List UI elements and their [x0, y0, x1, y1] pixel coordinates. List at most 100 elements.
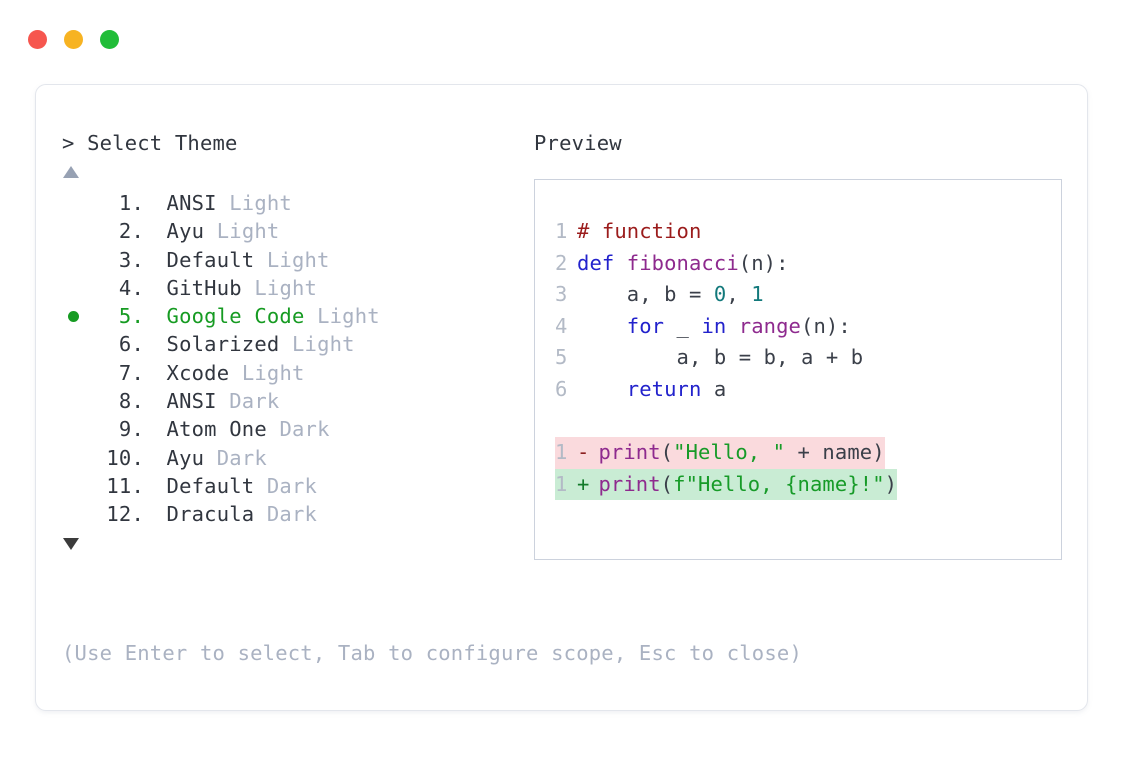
theme-item-gap — [279, 330, 292, 358]
code-token-keyword: for — [626, 313, 665, 338]
diff-line-highlight: 1-print("Hello, " + name) — [555, 437, 885, 469]
code-line-content: # function — [577, 216, 701, 248]
theme-list-item[interactable]: 9. Atom One Dark — [62, 415, 532, 443]
scroll-up-arrow-icon[interactable] — [63, 166, 79, 178]
scroll-down-row[interactable] — [62, 529, 532, 559]
select-theme-prompt: > Select Theme — [62, 131, 238, 155]
code-token-punct: ( — [660, 471, 674, 496]
keyboard-hint: (Use Enter to select, Tab to configure s… — [62, 641, 802, 665]
theme-list-item[interactable]: 8. ANSI Dark — [62, 387, 532, 415]
theme-item-gap — [305, 302, 318, 330]
theme-item-variant: Light — [241, 360, 305, 385]
code-line-number: 5 — [555, 345, 568, 370]
theme-item-gap — [254, 500, 267, 528]
code-token-plain — [577, 314, 627, 338]
code-line-content: for _ in range(n): — [577, 311, 851, 343]
code-line-content: a, b = b, a + b — [577, 342, 864, 374]
theme-list-item[interactable]: 6. Solarized Light — [62, 330, 532, 358]
code-token-plain: , — [726, 282, 752, 307]
code-line-number: 2 — [555, 250, 568, 275]
theme-list-item[interactable]: 3. Default Light — [62, 246, 532, 274]
maximize-button[interactable] — [100, 29, 119, 49]
theme-item-spacer — [144, 274, 167, 302]
theme-item-name: Default — [166, 473, 255, 498]
theme-list-item[interactable]: 5. Google Code Light — [62, 302, 532, 330]
theme-item-spacer — [144, 330, 167, 358]
code-line-content: def fibonacci(n): — [577, 248, 789, 280]
code-token-punct: ) — [884, 471, 898, 496]
code-line-number: 4 — [555, 313, 568, 338]
minimize-button[interactable] — [64, 29, 83, 49]
theme-item-spacer — [144, 302, 167, 330]
theme-list-item[interactable]: 2. Ayu Light — [62, 217, 532, 245]
code-token-plain: a, b = — [577, 282, 714, 307]
theme-list-item[interactable]: 10. Ayu Dark — [62, 444, 532, 472]
code-token-builtin: range — [738, 313, 801, 338]
theme-item-variant: Light — [291, 332, 355, 357]
theme-item-variant: Light — [317, 304, 380, 329]
theme-list-item[interactable]: 11. Default Dark — [62, 472, 532, 500]
theme-list-item[interactable]: 7. Xcode Light — [62, 359, 532, 387]
scroll-down-arrow-icon[interactable] — [63, 537, 79, 550]
code-token-comment: # function — [577, 219, 702, 243]
diff-line-number: 1 — [555, 471, 568, 496]
code-line: 6 return a — [535, 374, 1061, 406]
theme-item-index: 12. — [106, 502, 144, 527]
theme-item-index: 11. — [106, 473, 144, 498]
code-token-plain: + name) — [785, 440, 885, 465]
theme-item-spacer — [144, 444, 167, 472]
code-token-string: "Hello, " — [673, 440, 786, 465]
theme-item-spacer — [144, 415, 167, 443]
code-token-plain: _ — [664, 313, 702, 338]
code-token-punct: (n): — [801, 313, 851, 338]
theme-item-name: Xcode — [166, 360, 230, 385]
code-token-keyword: in — [701, 313, 727, 338]
code-line-number: 6 — [555, 376, 568, 401]
theme-item-variant: Light — [254, 275, 318, 300]
theme-item-name: Atom One — [166, 417, 267, 442]
theme-item-gap — [267, 415, 280, 443]
theme-item-spacer — [144, 387, 167, 415]
theme-item-name: ANSI — [166, 191, 217, 215]
code-line: 5 a, b = b, a + b — [535, 342, 1061, 374]
theme-item-variant: Dark — [279, 417, 330, 442]
code-line-number: 3 — [555, 282, 568, 307]
code-line-number: 1 — [555, 219, 568, 243]
theme-item-gap — [242, 274, 255, 302]
code-line: 4 for _ in range(n): — [535, 311, 1061, 343]
theme-list-item[interactable]: 12. Dracula Dark — [62, 500, 532, 528]
code-token-keyword: return — [626, 376, 702, 401]
theme-list-item[interactable]: 1. ANSI Light — [62, 189, 532, 217]
scroll-up-row[interactable] — [62, 157, 532, 187]
diff-marker-del: - — [577, 440, 590, 465]
theme-item-spacer — [144, 189, 167, 217]
theme-item-name: Ayu — [166, 445, 205, 470]
theme-item-index: 10. — [106, 445, 144, 470]
theme-item-name: ANSI — [166, 389, 217, 414]
theme-item-index: 9. — [118, 417, 144, 442]
theme-item-spacer — [144, 472, 167, 500]
theme-item-variant: Light — [216, 219, 280, 244]
code-token-plain: a, b = b, a + b — [577, 345, 864, 370]
code-token-func: print — [598, 471, 661, 496]
theme-item-index: 7. — [118, 360, 144, 385]
code-token-number: 1 — [751, 282, 764, 307]
theme-item-spacer — [144, 217, 167, 245]
code-token-func: print — [598, 440, 661, 465]
theme-item-gap — [229, 359, 242, 387]
theme-list-item[interactable]: 4. GitHub Light — [62, 274, 532, 302]
theme-item-index: 5. — [118, 304, 144, 329]
code-blank-line — [535, 406, 1061, 438]
theme-item-name: Solarized — [166, 332, 280, 357]
close-button[interactable] — [28, 29, 47, 49]
theme-item-gap — [204, 444, 217, 472]
selected-indicator-cell — [62, 310, 96, 322]
theme-item-name: Default — [166, 247, 255, 272]
theme-item-name: Dracula — [166, 502, 255, 527]
window-titlebar — [0, 0, 1129, 78]
code-line: 1 # function — [535, 216, 1061, 248]
